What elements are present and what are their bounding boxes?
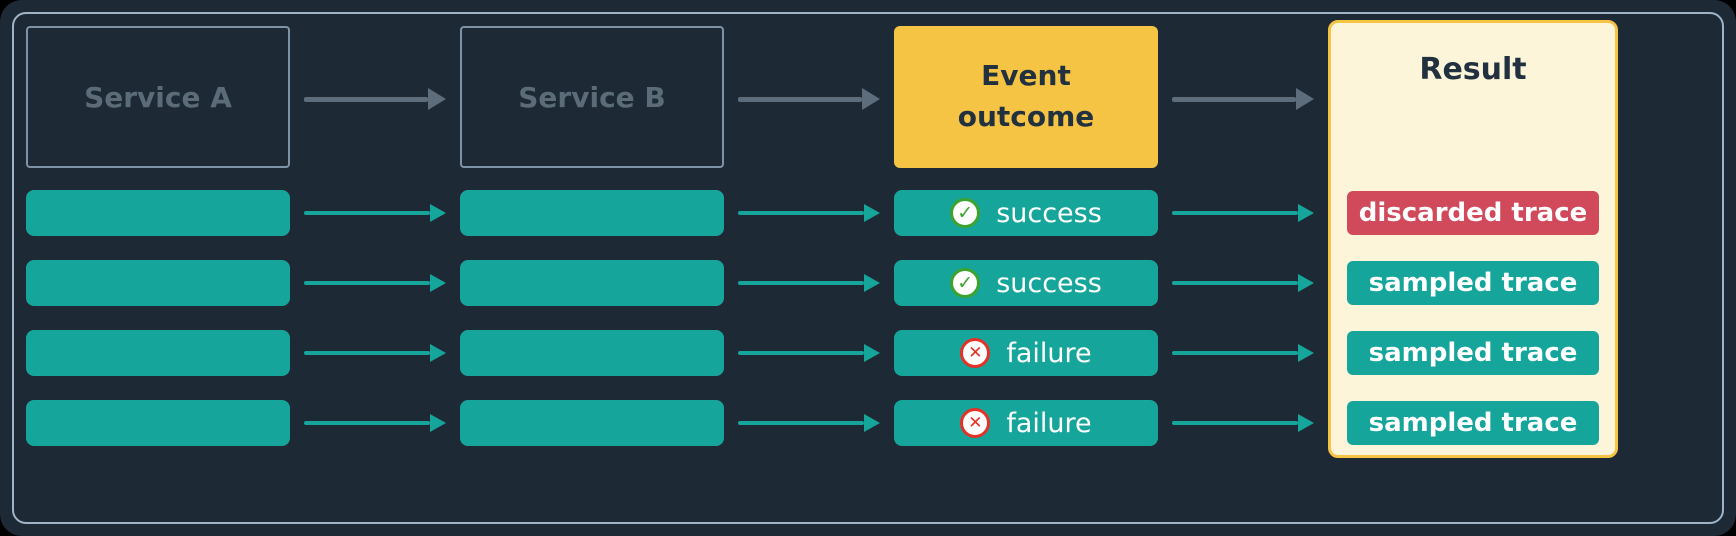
check-circle-icon: ✓ (950, 268, 981, 298)
diagram-frame (12, 12, 1724, 524)
arrow-icon (290, 204, 460, 222)
trace-bar-service-a (26, 400, 290, 446)
service-a-box: Service A (26, 26, 290, 168)
trace-bar-service-a (26, 330, 290, 376)
arrow-icon (1158, 344, 1328, 362)
trace-bar-service-a (26, 190, 290, 236)
result-panel (1328, 20, 1618, 458)
arrow-icon (724, 274, 894, 292)
arrow-icon (290, 414, 460, 432)
arrow-icon (724, 204, 894, 222)
outcome-label: failure (1006, 337, 1092, 369)
check-circle-icon: ✓ (950, 198, 981, 228)
service-b-box: Service B (460, 26, 724, 168)
arrow-icon (1158, 414, 1328, 432)
event-outcome-box: Event outcome (894, 26, 1158, 168)
result-chip: sampled trace (1347, 401, 1599, 445)
x-circle-icon: ✕ (960, 338, 991, 368)
arrow-icon (290, 344, 460, 362)
result-chip: sampled trace (1347, 331, 1599, 375)
outcome-box: ✓ success (894, 190, 1158, 236)
arrow-icon (1158, 204, 1328, 222)
event-outcome-label-line1: Event (981, 59, 1071, 93)
outcome-box: ✓ success (894, 260, 1158, 306)
outcome-label: failure (1006, 407, 1092, 439)
outcome-label: success (996, 197, 1102, 229)
trace-bar-service-b (460, 400, 724, 446)
result-title: Result (1419, 52, 1527, 87)
result-chip: discarded trace (1347, 191, 1599, 235)
result-chip: sampled trace (1347, 261, 1599, 305)
diagram-grid: Service A Service B Event outcome Result… (26, 20, 1618, 458)
outcome-box: ✕ failure (894, 400, 1158, 446)
arrow-outcome-to-result-icon (1158, 88, 1328, 110)
trace-bar-service-b (460, 330, 724, 376)
trace-bar-service-b (460, 190, 724, 236)
outcome-label: success (996, 267, 1102, 299)
service-b-label: Service B (518, 80, 666, 114)
trace-bar-service-b (460, 260, 724, 306)
x-circle-icon: ✕ (960, 408, 991, 438)
service-a-label: Service A (84, 80, 232, 114)
arrow-icon (290, 274, 460, 292)
arrow-icon (1158, 274, 1328, 292)
arrow-service-b-to-outcome-icon (724, 88, 894, 110)
event-outcome-label-line2: outcome (957, 100, 1095, 133)
arrow-icon (724, 344, 894, 362)
arrow-icon (724, 414, 894, 432)
outcome-box: ✕ failure (894, 330, 1158, 376)
trace-bar-service-a (26, 260, 290, 306)
arrow-service-a-to-b-icon (290, 88, 460, 110)
